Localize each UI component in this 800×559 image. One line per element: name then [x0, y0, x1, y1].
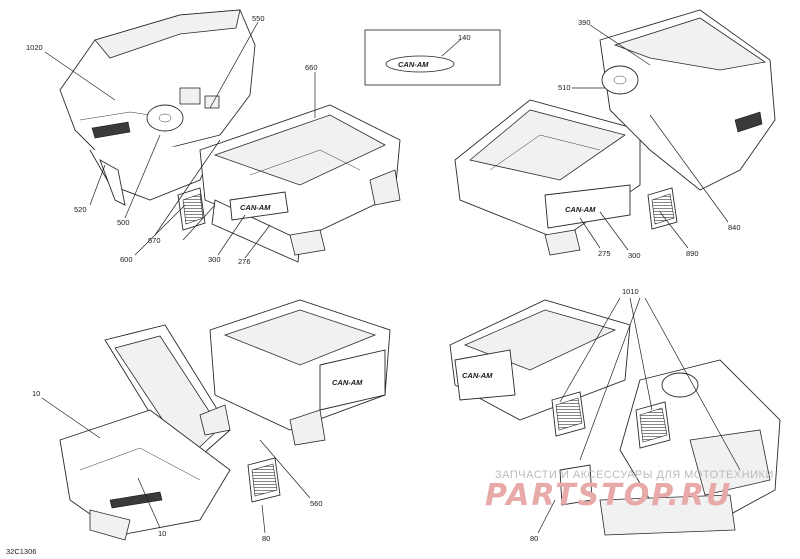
callout-label: 660: [305, 63, 318, 72]
diagram-code: 32C1306: [6, 547, 36, 556]
vehicle-view-top-left: CAN-AM: [59, 9, 401, 263]
callout-label: 10: [158, 529, 166, 538]
side-logo: CAN-AM: [332, 378, 363, 387]
callout-label: 890: [686, 249, 699, 258]
callout-label: 840: [728, 223, 741, 232]
callout-label: 140: [458, 33, 471, 42]
callout-label: 510: [558, 83, 571, 92]
callout-label: 1020: [26, 43, 43, 52]
tailgate-logo: CAN-AM: [240, 203, 271, 212]
callout-labels: 1020 550 660 140 390 510 520 500 570 600…: [26, 14, 741, 543]
vehicle-view-top-right: CAN-AM: [454, 9, 776, 256]
callout-label: 390: [578, 18, 591, 27]
callout-label: 520: [74, 205, 87, 214]
vehicle-view-bottom-left: CAN-AM: [59, 299, 391, 541]
callout-label: 600: [120, 255, 133, 264]
logo-decal-box: CAN-AM: [364, 29, 501, 86]
watermark: ЗАПЧАСТИ И АКСЕССУАРЫ ДЛЯ МОТОТЕХНИКИ PA…: [485, 469, 774, 513]
watermark-logo: PARTSTOP.RU: [485, 478, 732, 513]
callout-label: 560: [310, 499, 323, 508]
callout-label: 550: [252, 14, 265, 23]
callout-label: 300: [628, 251, 641, 260]
callout-label: 1010: [622, 287, 639, 296]
tailgate-logo-right: CAN-AM: [565, 205, 596, 214]
rear-logo: CAN-AM: [462, 371, 493, 380]
watermark-tagline: ЗАПЧАСТИ И АКСЕССУАРЫ ДЛЯ МОТОТЕХНИКИ: [495, 469, 774, 481]
logo-decal-text: CAN-AM: [398, 60, 429, 69]
callout-label: 276: [238, 257, 251, 266]
callout-label: 10: [32, 389, 40, 398]
callout-label: 570: [148, 236, 161, 245]
callout-label: 500: [117, 218, 130, 227]
callout-label: 300: [208, 255, 221, 264]
vehicle-view-bottom-right: CAN-AM: [449, 299, 781, 536]
leader-lines: [41, 21, 741, 534]
callout-label: 275: [598, 249, 611, 258]
callout-label: 80: [262, 534, 270, 543]
callout-label: 80: [530, 534, 538, 543]
